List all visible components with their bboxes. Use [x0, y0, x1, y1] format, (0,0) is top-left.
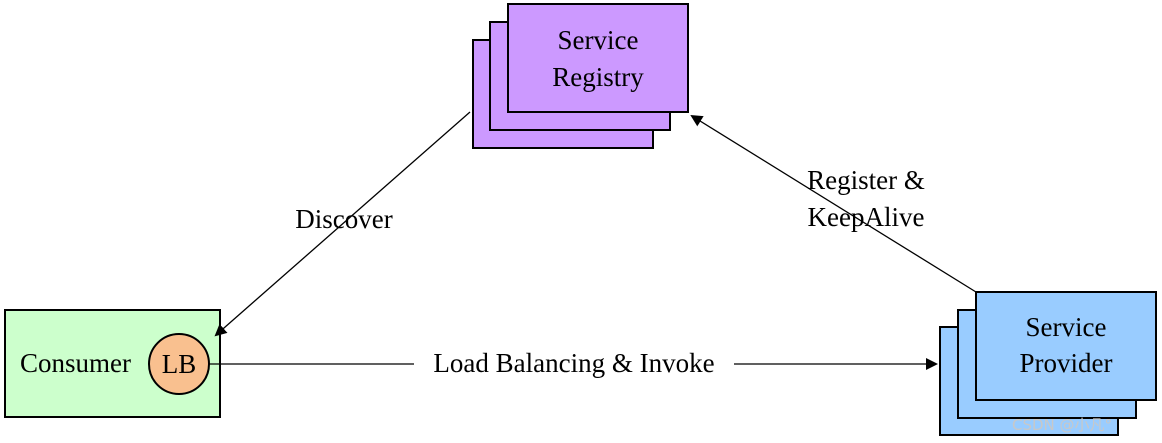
watermark: CSDN @小凡°	[1012, 416, 1112, 434]
lb-label: LB	[162, 349, 197, 379]
consumer-label: Consumer	[20, 348, 131, 378]
provider-label-line1: Service	[1026, 312, 1107, 342]
provider-front-card	[975, 291, 1157, 401]
invoke-label: Load Balancing & Invoke	[433, 348, 714, 378]
discover-arrow	[214, 111, 471, 337]
register-label-line1: Register &	[807, 165, 925, 195]
consumer-node: Consumer LB	[4, 309, 221, 418]
invoke-label-bg	[414, 347, 734, 379]
register-arrow	[690, 114, 977, 293]
register-label-line2: KeepAlive	[808, 202, 925, 232]
provider-label-line2: Provider	[1020, 348, 1113, 378]
registry-label-line2: Registry	[552, 62, 644, 92]
registry-label-line1: Service	[558, 25, 639, 55]
service-registry-node: Service Registry	[472, 3, 689, 149]
service-provider-node: Service Provider	[939, 291, 1157, 436]
registry-front-card	[507, 3, 689, 113]
discover-label: Discover	[295, 204, 392, 234]
